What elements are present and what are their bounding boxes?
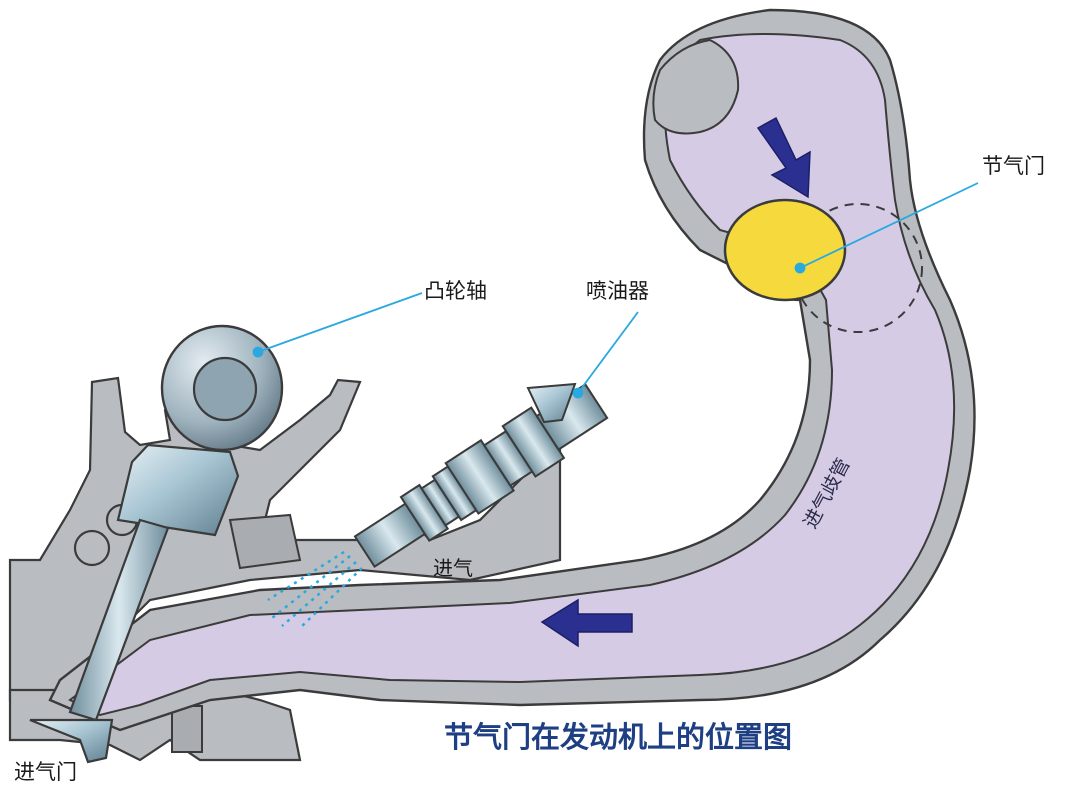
intake-air-label: 进气 [433, 556, 473, 580]
diagram-caption: 节气门在发动机上的位置图 [444, 720, 793, 754]
fuel-injector [353, 382, 609, 569]
intake-valve-label: 进气门 [14, 760, 77, 784]
arrow-icon [756, 116, 811, 199]
camshaft-label: 凸轮轴 [424, 279, 487, 303]
leader-lines [252, 182, 979, 399]
manifold-boss [652, 38, 740, 135]
spray-icon [267, 550, 363, 629]
injector-label: 喷油器 [586, 279, 649, 303]
intake-manifold-passage [68, 33, 956, 717]
arrow-icon [540, 598, 633, 648]
intake-valve-assembly [29, 443, 240, 764]
throttle-plate [723, 198, 847, 302]
throttle-label: 节气门 [982, 154, 1045, 178]
camshaft [160, 324, 284, 452]
